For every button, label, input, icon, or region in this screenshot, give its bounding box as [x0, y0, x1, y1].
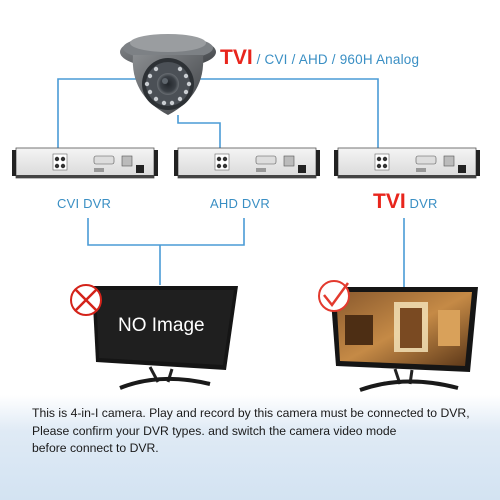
camera-modes-label: TVI / CVI / AHD / 960H Analog [220, 46, 419, 70]
caption-line: Please confirm your DVR types. and switc… [32, 423, 397, 438]
connection-diagram [12, 34, 480, 392]
dvr-label-ahd: AHD DVR [210, 196, 270, 211]
dvr-tvi [334, 147, 480, 179]
dvr-label-cvi: CVI DVR [57, 196, 112, 211]
check-mark-icon [318, 280, 350, 312]
cross-mark-icon [70, 284, 102, 316]
caption-line: This is 4-in-I camera. Play and record b… [32, 406, 470, 420]
dvr-label-tvi: TVI DVR [373, 190, 438, 214]
dome-camera [120, 34, 216, 115]
dvr-label-tvi-suffix: DVR [405, 196, 438, 211]
dvr-label-tvi-prefix: TVI [373, 190, 406, 213]
mode-tvi-highlight: TVI [220, 46, 253, 69]
monitor-no-image [92, 286, 238, 390]
mode-list: / CVI / AHD / 960H Analog [252, 52, 420, 67]
monitor-connectors [87, 218, 405, 287]
caption-text: This is 4-in-I camera. Play and record b… [32, 405, 482, 458]
dvr-ahd [174, 147, 320, 179]
caption-panel: This is 4-in-I camera. Play and record b… [0, 395, 500, 500]
caption-line: before connect to DVR. [32, 441, 159, 455]
dvr-cvi [12, 147, 158, 179]
camera-connectors [57, 78, 379, 150]
no-image-text: NO Image [118, 315, 205, 336]
monitor-with-image [330, 287, 478, 392]
